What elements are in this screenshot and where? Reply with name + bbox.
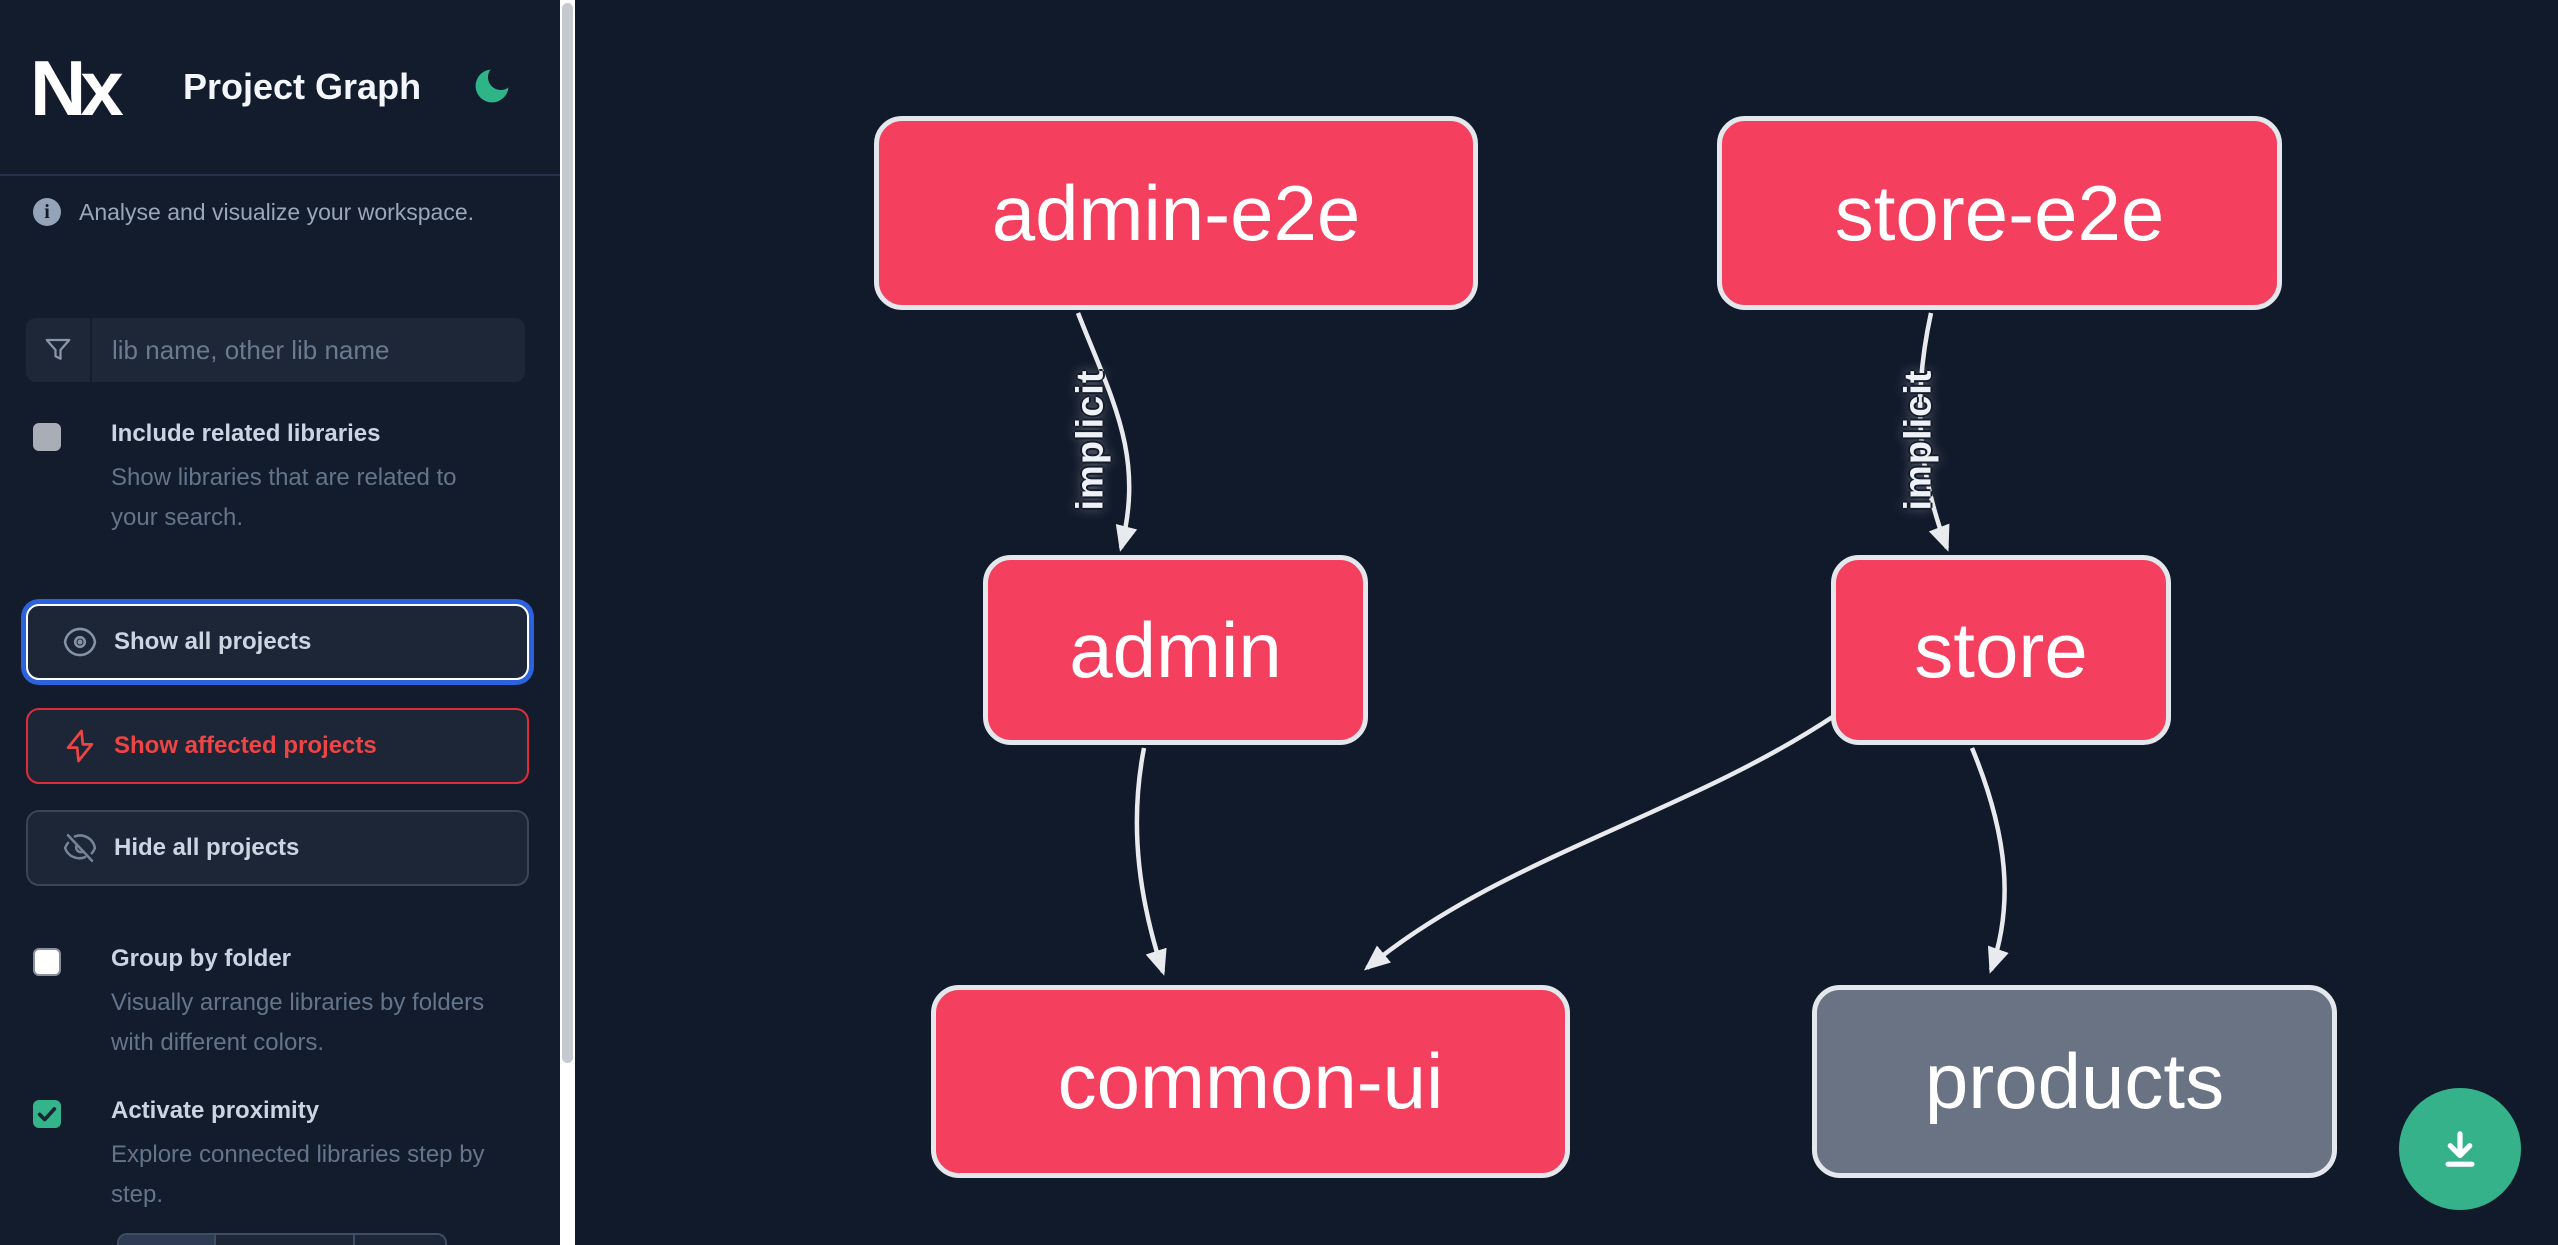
download-graph-button[interactable] <box>2399 1088 2521 1210</box>
node-admin[interactable]: admin <box>983 555 1368 745</box>
node-store-e2e[interactable]: store-e2e <box>1717 116 2282 310</box>
include-related-label: Include related libraries <box>111 420 381 447</box>
eye-off-icon <box>63 833 97 863</box>
show-affected-projects-button[interactable]: Show affected projects <box>26 708 529 784</box>
group-by-folder-description: Visually arrange libraries by folders wi… <box>111 989 485 1056</box>
tagline-text: Analyse and visualize your workspace. <box>79 198 475 225</box>
sidebar-scrollbar-thumb[interactable] <box>562 3 573 1063</box>
stepper-decrement[interactable] <box>119 1235 216 1245</box>
info-icon: i <box>33 198 61 226</box>
show-affected-projects-label: Show affected projects <box>114 732 377 759</box>
hide-all-projects-button[interactable]: Hide all projects <box>26 810 529 886</box>
node-admin-e2e[interactable]: admin-e2e <box>874 116 1478 310</box>
bolt-icon <box>66 729 94 763</box>
sidebar: Nx Project Graph i Analyse and visualize… <box>0 0 560 1245</box>
show-all-projects-label: Show all projects <box>114 628 312 655</box>
theme-toggle-button[interactable] <box>470 64 514 108</box>
activate-proximity-toggle: Activate proximity Explore connected lib… <box>33 1097 533 1215</box>
edge-store-e2e-store <box>1917 312 1950 552</box>
graph-canvas[interactable]: implicit implicit admin-e2e store-e2e ad… <box>575 0 2558 1245</box>
eye-icon <box>63 627 97 657</box>
moon-icon <box>475 69 509 103</box>
search-box <box>26 318 525 382</box>
stepper-increment[interactable] <box>355 1235 445 1245</box>
check-icon <box>37 1107 57 1122</box>
sidebar-header: Nx Project Graph <box>0 0 560 176</box>
search-input[interactable] <box>92 318 525 382</box>
activate-proximity-checkbox[interactable] <box>33 1100 61 1128</box>
edge-label-implicit: implicit <box>1069 369 1112 511</box>
hide-all-projects-label: Hide all projects <box>114 834 300 861</box>
include-related-description: Show libraries that are related to your … <box>111 464 457 531</box>
include-related-checkbox[interactable] <box>33 423 61 451</box>
edge-admin-common-ui <box>1134 747 1167 976</box>
page-title: Project Graph <box>183 66 422 107</box>
group-by-folder-toggle: Group by folder Visually arrange librari… <box>33 945 533 1063</box>
activate-proximity-label: Activate proximity <box>111 1097 320 1124</box>
edge-store-products <box>1969 747 2009 974</box>
include-related-toggle: Include related libraries Show libraries… <box>33 420 533 538</box>
filter-icon <box>26 318 92 382</box>
tagline-row: i Analyse and visualize your workspace. <box>33 198 474 226</box>
activate-proximity-description: Explore connected libraries step by step… <box>111 1141 485 1208</box>
node-common-ui[interactable]: common-ui <box>931 985 1570 1178</box>
nx-logo: Nx <box>30 43 124 132</box>
edge-admin-e2e-admin <box>1075 312 1138 552</box>
sidebar-scrollbar-track[interactable] <box>560 0 575 1245</box>
group-by-folder-label: Group by folder <box>111 945 291 972</box>
stepper-value <box>216 1235 355 1245</box>
node-products[interactable]: products <box>1812 985 2337 1178</box>
node-store[interactable]: store <box>1831 555 2171 745</box>
dependency-edges <box>1075 312 2009 976</box>
group-by-folder-checkbox[interactable] <box>33 948 61 976</box>
edge-label-implicit: implicit <box>1897 369 1940 511</box>
download-icon <box>2445 1131 2475 1167</box>
show-all-projects-button[interactable]: Show all projects <box>26 604 529 680</box>
edge-store-common-ui <box>1363 714 1836 971</box>
proximity-stepper[interactable] <box>117 1233 447 1245</box>
